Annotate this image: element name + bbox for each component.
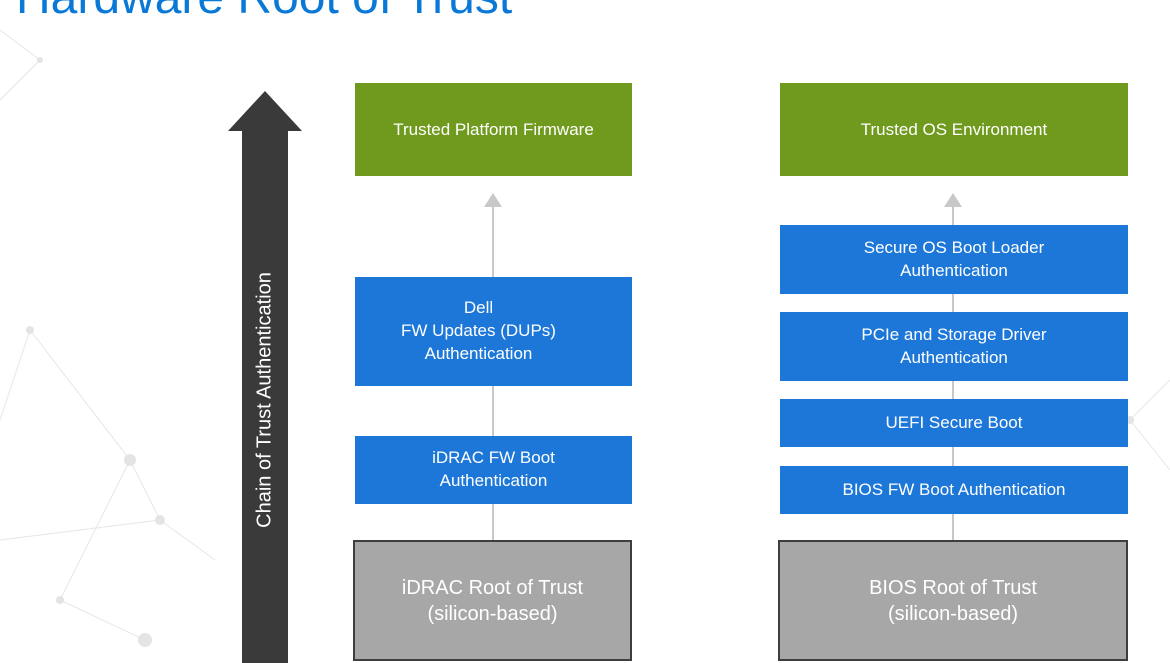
right-connector-arrow-icon: [944, 193, 962, 207]
dell-dups-authentication-box: Dell FW Updates (DUPs) Authentication: [355, 277, 632, 386]
idrac-root-of-trust-box: iDRAC Root of Trust (silicon-based): [353, 540, 632, 661]
bios-root-of-trust-label: BIOS Root of Trust (silicon-based): [869, 576, 1037, 625]
trusted-platform-firmware-label: Trusted Platform Firmware: [393, 119, 594, 139]
idrac-fw-boot-authentication-box: iDRAC FW Boot Authentication: [355, 436, 632, 504]
secure-os-boot-loader-label: Secure OS Boot Loader Authentication: [863, 237, 1045, 280]
left-connector-arrow-icon: [484, 193, 502, 207]
chain-of-trust-label: Chain of Trust Authentication: [253, 272, 276, 528]
idrac-root-of-trust-label: iDRAC Root of Trust (silicon-based): [401, 576, 584, 625]
trusted-platform-firmware-box: Trusted Platform Firmware: [355, 83, 632, 176]
trusted-os-environment-box: Trusted OS Environment: [780, 83, 1128, 176]
bios-fw-boot-authentication-label: BIOS FW Boot Authentication: [842, 479, 1066, 499]
bios-root-of-trust-box: BIOS Root of Trust (silicon-based): [778, 540, 1128, 661]
chain-of-trust-arrow: [242, 130, 288, 663]
trusted-os-environment-label: Trusted OS Environment: [860, 119, 1048, 139]
idrac-fw-boot-authentication-label: iDRAC FW Boot Authentication: [432, 448, 555, 490]
uefi-secure-boot-label: UEFI Secure Boot: [885, 412, 1023, 432]
bios-fw-boot-authentication-box: BIOS FW Boot Authentication: [780, 466, 1128, 514]
uefi-secure-boot-box: UEFI Secure Boot: [780, 399, 1128, 447]
page-title: Hardware Root of Trust: [16, 0, 512, 25]
secure-os-boot-loader-box: Secure OS Boot Loader Authentication: [780, 225, 1128, 294]
dell-dups-authentication-label: Dell FW Updates (DUPs) Authentication: [401, 298, 556, 363]
chain-arrow-head-icon: [228, 91, 302, 131]
pcie-storage-driver-box: PCIe and Storage Driver Authentication: [780, 312, 1128, 381]
pcie-storage-driver-label: PCIe and Storage Driver Authentication: [861, 324, 1047, 367]
